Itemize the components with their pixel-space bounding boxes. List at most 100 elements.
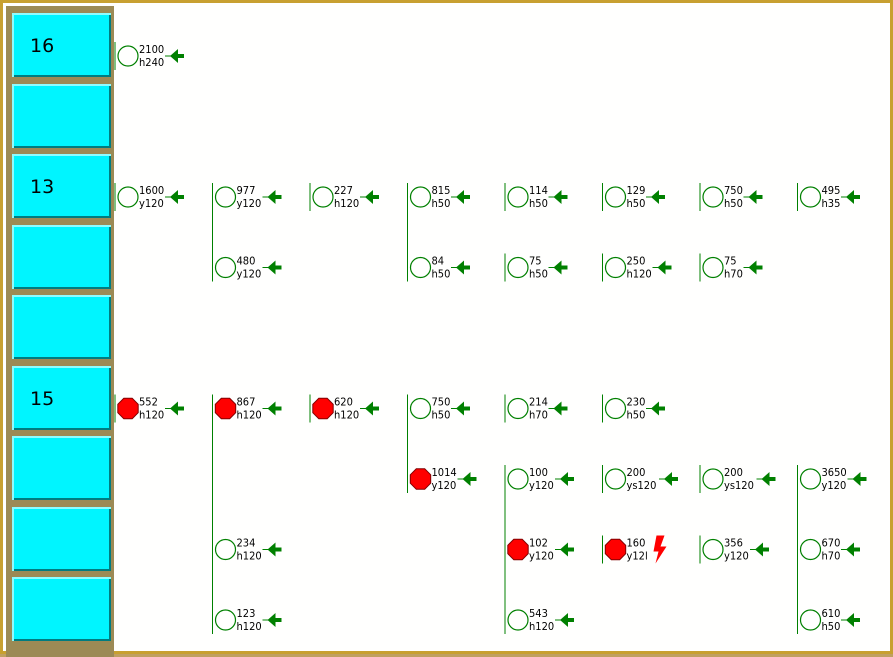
- node-type-label: h120: [237, 550, 262, 563]
- node-type-label: y120: [237, 268, 262, 281]
- level-cell[interactable]: [12, 83, 111, 148]
- node-type-label: y12l: [627, 550, 648, 563]
- level-sidebar: 16 13 15: [6, 6, 114, 657]
- green-arrow-tail: [567, 547, 574, 552]
- node-value-label: 552: [139, 396, 158, 409]
- green-arrow-tail: [372, 406, 379, 411]
- green-arrow-tail: [560, 195, 568, 199]
- open-node-icon: [702, 186, 724, 208]
- level-cell[interactable]: [12, 224, 111, 289]
- node-type-label: y120: [529, 550, 554, 563]
- green-arrow-tail: [560, 406, 568, 411]
- node-type-label: h70: [724, 268, 743, 281]
- green-arrow-tail: [560, 265, 568, 270]
- node-value-label: 610: [822, 607, 841, 620]
- level-cell[interactable]: 15: [12, 365, 111, 430]
- node-value-label: 234: [237, 537, 256, 550]
- level-cell[interactable]: [12, 577, 111, 641]
- open-node-icon: [214, 609, 237, 631]
- node-type-label: h120: [529, 620, 554, 633]
- node-value-label: 160: [627, 537, 646, 550]
- node-value-label: 227: [334, 184, 353, 197]
- level-cell[interactable]: [12, 295, 111, 359]
- green-arrow-tail: [853, 195, 860, 199]
- open-node-icon: [409, 256, 432, 279]
- open-node-icon: [117, 186, 139, 208]
- green-arrow-icon: [170, 49, 178, 63]
- node-type-label: ys120: [627, 479, 657, 492]
- node-type-label: h50: [432, 197, 451, 210]
- green-arrow-tail: [567, 618, 574, 622]
- node-type-label: y120: [822, 479, 847, 492]
- open-node-icon: [604, 186, 627, 208]
- node-value-label: 129: [627, 184, 646, 197]
- green-arrow-icon: [267, 613, 276, 627]
- green-arrow-tail: [274, 265, 282, 270]
- open-node-icon: [507, 256, 529, 279]
- filled-node-icon: [117, 397, 139, 420]
- level-cell[interactable]: 13: [12, 154, 111, 218]
- level-cell[interactable]: [12, 436, 111, 500]
- open-node-icon: [409, 186, 432, 208]
- level-cell[interactable]: [12, 506, 111, 571]
- node-type-label: h120: [627, 268, 652, 281]
- green-arrow-icon: [462, 472, 471, 486]
- green-arrow-icon: [365, 401, 373, 416]
- green-arrow-icon: [755, 542, 763, 557]
- green-arrow-tail: [755, 265, 763, 270]
- level-label: 13: [30, 176, 55, 198]
- node-value-label: 3650: [822, 466, 847, 479]
- green-arrow-icon: [846, 542, 854, 557]
- green-arrow-icon: [456, 260, 464, 275]
- green-arrow-tail: [274, 618, 282, 622]
- node-value-label: 1600: [139, 184, 164, 197]
- node-value-label: 543: [529, 607, 548, 620]
- node-type-label: h50: [432, 268, 451, 281]
- level-cell[interactable]: 16: [12, 13, 111, 77]
- green-arrow-tail: [177, 195, 184, 199]
- green-arrow-tail: [755, 195, 763, 199]
- green-arrow-tail: [762, 547, 769, 552]
- green-arrow-icon: [365, 190, 373, 204]
- filled-node-icon: [214, 397, 237, 420]
- green-arrow-tail: [463, 195, 470, 199]
- green-arrow-tail: [853, 547, 860, 552]
- node-value-label: 214: [529, 396, 548, 409]
- open-node-icon: [507, 468, 529, 490]
- green-arrow-tail: [469, 477, 477, 481]
